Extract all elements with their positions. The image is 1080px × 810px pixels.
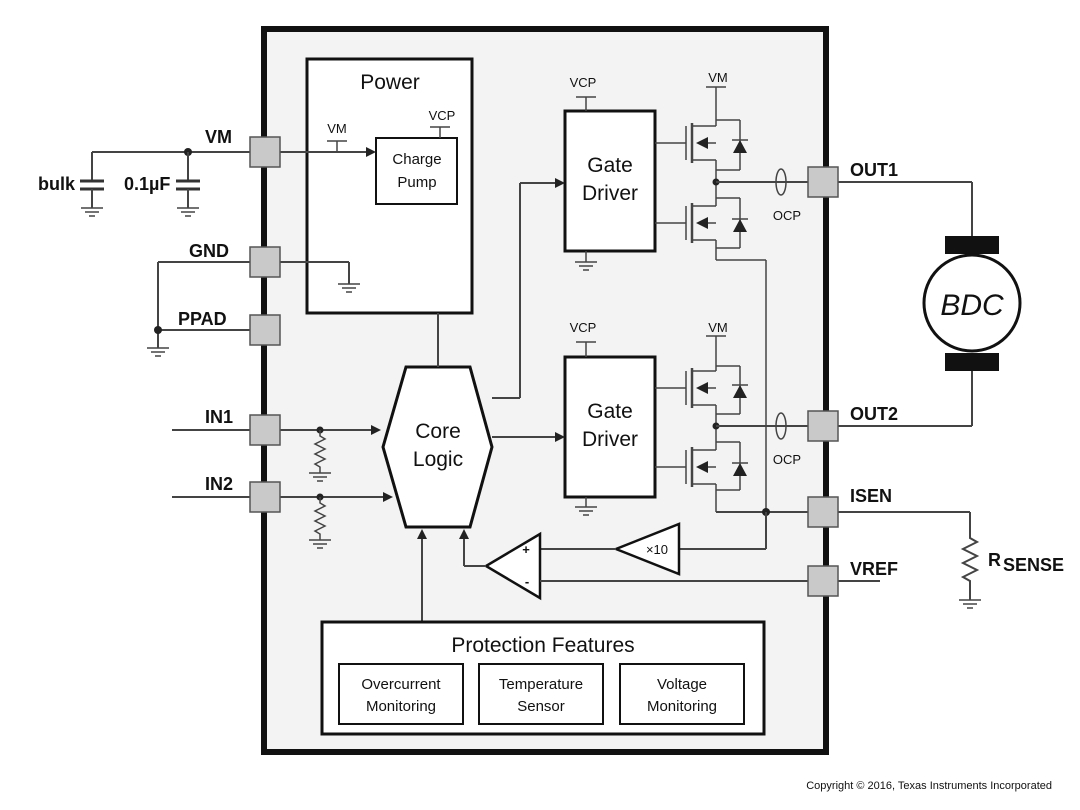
voltage-line2: Monitoring: [647, 698, 717, 715]
voltage-line1: Voltage: [657, 676, 707, 693]
half-bridge-2: VM: [655, 320, 748, 512]
isen-pin-label: ISEN: [850, 486, 892, 506]
gnd-pin-label: GND: [189, 241, 229, 261]
comparator: [483, 531, 542, 601]
sense-amplifier: [612, 522, 681, 576]
ocp2-label: OCP: [773, 452, 801, 467]
out1-pin-label: OUT1: [850, 160, 898, 180]
ppad-junction-dot: [154, 326, 162, 334]
comparator-minus: -: [525, 574, 529, 589]
out2-pin-pad: [807, 410, 839, 442]
comparator-plus: +: [522, 542, 530, 557]
overcurrent-line1: Overcurrent: [361, 676, 441, 693]
power-title: Power: [360, 71, 420, 94]
copyright-notice: Copyright © 2016, Texas Instruments Inco…: [806, 780, 1052, 792]
half-bridge-1: VM: [655, 70, 767, 512]
gate-driver-2-line2: Driver: [582, 428, 638, 451]
gate-driver-1-line1: Gate: [587, 154, 633, 177]
temperature-sensor-block: [478, 663, 604, 725]
temperature-line2: Sensor: [517, 698, 565, 715]
amp-gain-label: ×10: [646, 542, 668, 557]
decoupling-cap-label: 0.1µF: [124, 174, 170, 194]
charge-pump-block: [375, 137, 458, 205]
in2-pin-pad: [249, 481, 281, 513]
rsense-label-main: R: [988, 550, 1001, 570]
gd1-vcp-label: VCP: [570, 75, 597, 90]
gate-driver-2-line1: Gate: [587, 400, 633, 423]
gd2-vcp-label: VCP: [570, 320, 597, 335]
vm-pin-label: VM: [205, 127, 232, 147]
ppad-pin-pad: [249, 314, 281, 346]
ocp1-label: OCP: [773, 208, 801, 223]
temperature-line1: Temperature: [499, 676, 583, 693]
overcurrent-monitoring-block: [338, 663, 464, 725]
gd2-vm-label: VM: [708, 320, 728, 335]
vref-pin-label: VREF: [850, 559, 898, 579]
out2-pin-label: OUT2: [850, 404, 898, 424]
core-logic-line2: Logic: [413, 448, 463, 471]
vm-pin-pad: [249, 136, 281, 168]
gate-driver-1-line2: Driver: [582, 182, 638, 205]
power-vcp-label: VCP: [429, 108, 456, 123]
core-logic-line1: Core: [415, 420, 461, 443]
charge-pump-line2: Pump: [397, 174, 436, 191]
protection-title: Protection Features: [451, 634, 634, 657]
isen-pin-pad: [807, 496, 839, 528]
bdc-motor: BDC: [922, 236, 1022, 371]
core-logic-block: [381, 365, 494, 529]
gnd-pin-pad: [249, 246, 281, 278]
vref-pin-pad: [807, 565, 839, 597]
in2-pin-label: IN2: [205, 474, 233, 494]
in1-pin-pad: [249, 414, 281, 446]
gate-driver-1: [563, 109, 657, 253]
ppad-pin-label: PPAD: [178, 309, 227, 329]
in1-pin-label: IN1: [205, 407, 233, 427]
rsense-label-sub: SENSE: [1003, 555, 1064, 575]
voltage-monitoring-block: [619, 663, 745, 725]
out1-pin-pad: [807, 166, 839, 198]
bulk-cap-label: bulk: [38, 174, 76, 194]
gd1-vm-label: VM: [708, 70, 728, 85]
power-vm-label: VM: [327, 121, 347, 136]
charge-pump-line1: Charge: [392, 151, 441, 168]
overcurrent-line2: Monitoring: [366, 698, 436, 715]
motor-label: BDC: [940, 289, 1004, 322]
gate-driver-2: [563, 355, 657, 499]
